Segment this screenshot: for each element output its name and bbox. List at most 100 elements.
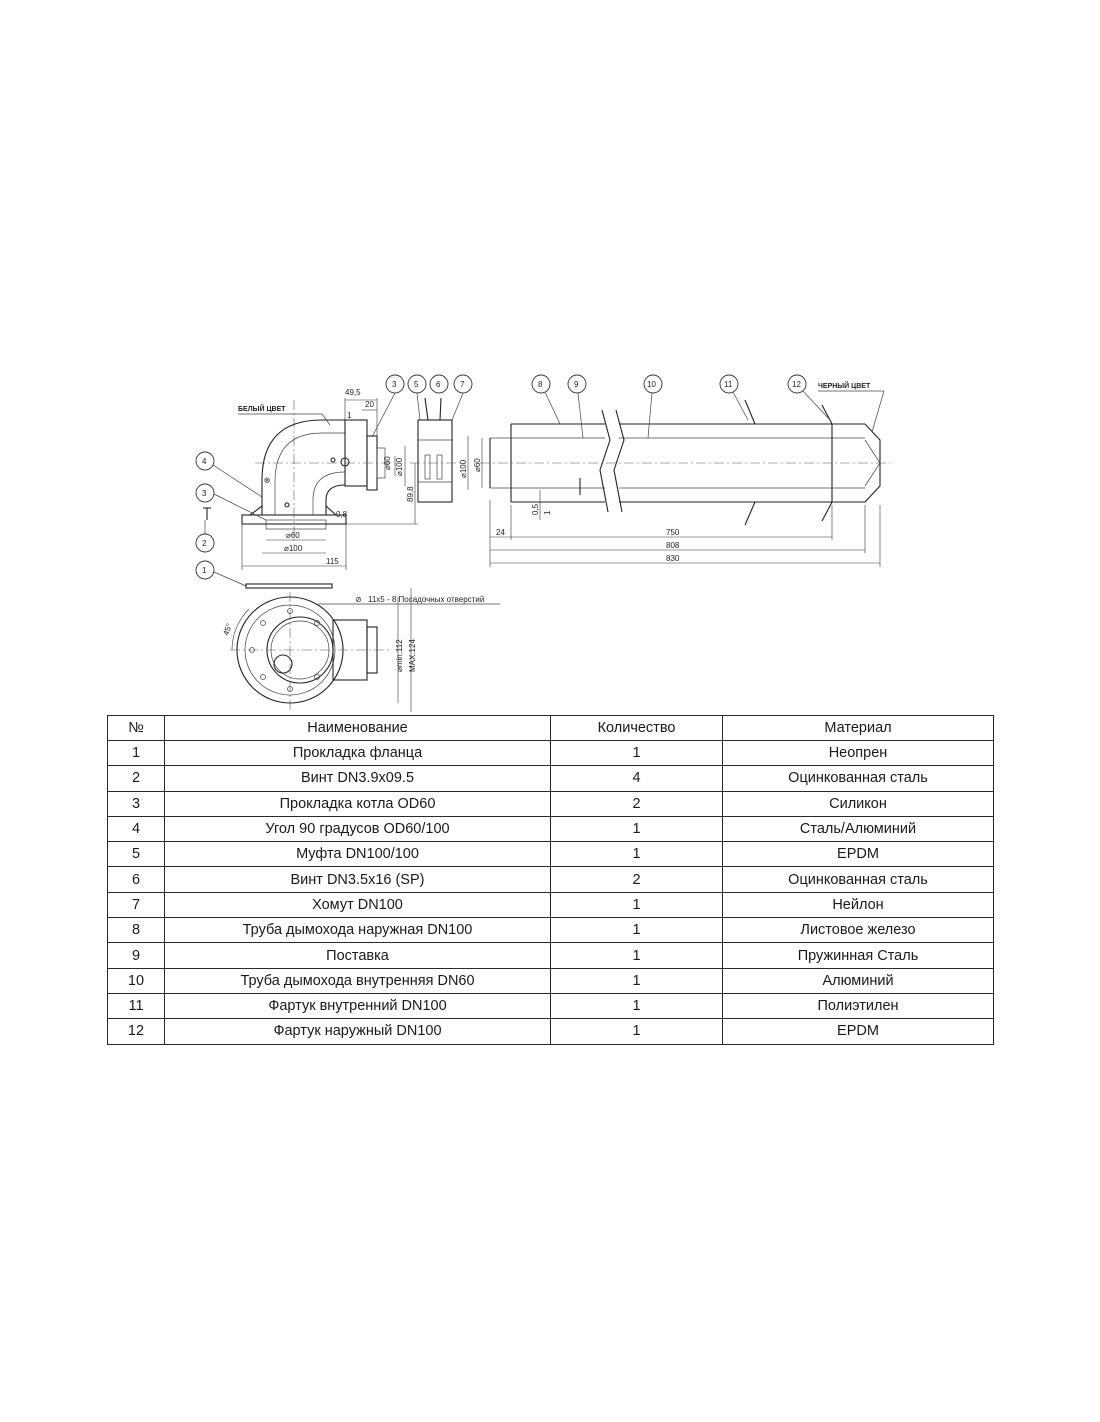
- cell-number: 9: [107, 942, 165, 969]
- cell-name: Труба дымохода наружная DN100: [164, 917, 551, 944]
- callout-10: 10: [647, 380, 656, 389]
- col-header-name: Наименование: [164, 715, 551, 741]
- cell-quantity: 1: [550, 992, 723, 1020]
- cell-number: 10: [107, 967, 165, 994]
- dim-1: 1: [347, 411, 352, 420]
- coupling-view: ⌀100: [410, 397, 469, 503]
- holes-note: 11х5 - 8 Посадочных отверстий: [368, 595, 484, 604]
- callout-4: 4: [202, 457, 207, 466]
- dim-d100-socket: ⌀100: [395, 457, 404, 476]
- cell-quantity: 1: [550, 1018, 723, 1045]
- cell-name: Винт DN3.9x09.5: [164, 765, 551, 792]
- dim-d100-bottom: ⌀100: [284, 544, 303, 553]
- dim-d60-pipe: ⌀60: [473, 458, 482, 472]
- cell-material: Оцинкованная сталь: [722, 866, 994, 893]
- dim-d60-bottom: ⌀60: [286, 531, 300, 540]
- cell-name: Прокладка фланца: [164, 739, 551, 767]
- cell-number: 6: [107, 866, 165, 893]
- dim-24: 24: [496, 528, 505, 537]
- cell-number: 12: [107, 1018, 165, 1045]
- cell-quantity: 1: [550, 891, 723, 919]
- dim-min-112: ⌀min.112: [395, 639, 404, 672]
- pipe-dimensions: 24 750 808 830: [489, 500, 881, 567]
- flue-pipe-view: ⌀60 0,5 1: [473, 399, 890, 526]
- cell-name: Муфта DN100/100: [164, 841, 551, 868]
- cell-number: 3: [107, 790, 165, 817]
- dim-0-8: 0,8: [336, 510, 348, 519]
- cell-number: 5: [107, 841, 165, 868]
- flange-gasket: [245, 583, 333, 589]
- cell-material: Листовое железо: [722, 917, 994, 944]
- cell-quantity: 1: [550, 942, 723, 969]
- dim-45-deg: 45°: [221, 622, 234, 636]
- dim-20: 20: [365, 400, 374, 409]
- cell-name: Труба дымохода внутренняя DN60: [164, 967, 551, 994]
- table-header-row: № Наименование Количество Материал: [107, 715, 994, 741]
- cell-quantity: 1: [550, 739, 723, 767]
- coupling-callouts: 3 5 6 7: [371, 374, 473, 438]
- cell-material: Пружинная Сталь: [722, 942, 994, 969]
- cell-name: Хомут DN100: [164, 891, 551, 919]
- callout-3-top: 3: [392, 380, 397, 389]
- cell-material: Оцинкованная сталь: [722, 765, 994, 792]
- callout-5: 5: [414, 380, 419, 389]
- dim-1-pipe: 1: [543, 510, 552, 515]
- callout-2: 2: [202, 539, 207, 548]
- cell-name: Фартук наружный DN100: [164, 1018, 551, 1045]
- dim-max-124: MAX.124: [408, 639, 417, 672]
- cell-name: Фартук внутренний DN100: [164, 992, 551, 1020]
- cell-quantity: 1: [550, 967, 723, 994]
- label-black-color: ЧЕРНЫЙ ЦВЕТ: [818, 381, 871, 390]
- dim-830: 830: [666, 554, 680, 563]
- callout-12: 12: [792, 380, 801, 389]
- technical-drawing: ⊕ 49,5 20 1 ⌀60 ⌀100 89,8 0,8 ⌀60 ⌀100 1…: [195, 374, 890, 712]
- cell-quantity: 1: [550, 841, 723, 868]
- col-header-quantity: Количество: [550, 715, 723, 741]
- col-header-material: Материал: [722, 715, 994, 741]
- elbow-dimensions: 49,5 20 1 ⌀60 ⌀100 89,8 0,8 ⌀60 ⌀100 115: [241, 388, 418, 570]
- left-callouts: 4 3 2 1: [195, 451, 267, 587]
- screw-icon: [203, 507, 211, 520]
- cell-material: Силикон: [722, 790, 994, 817]
- cell-name: Винт DN3.5x16 (SP): [164, 866, 551, 893]
- callout-8: 8: [538, 380, 543, 389]
- col-header-number: №: [107, 715, 165, 741]
- cell-material: Нейлон: [722, 891, 994, 919]
- callout-3-left: 3: [202, 489, 207, 498]
- cell-quantity: 2: [550, 866, 723, 893]
- cell-material: Сталь/Алюминий: [722, 815, 994, 843]
- dim-d100-coupling: ⌀100: [459, 459, 468, 478]
- cell-name: Поставка: [164, 942, 551, 969]
- pipe-callouts: 8 9 10 11 12: [531, 374, 831, 439]
- dim-0-5: 0,5: [531, 503, 540, 515]
- cell-material: EPDM: [722, 1018, 994, 1045]
- callout-9: 9: [574, 380, 579, 389]
- cell-number: 7: [107, 891, 165, 919]
- elbow-top-view: 45° ⌀min.112 MAX.124: [221, 588, 417, 712]
- cell-number: 8: [107, 917, 165, 944]
- cell-quantity: 2: [550, 790, 723, 817]
- callout-7: 7: [460, 380, 465, 389]
- holes-note-icon: ⊘: [355, 595, 362, 604]
- dim-49-5: 49,5: [345, 388, 361, 397]
- dim-d60-socket: ⌀60: [383, 456, 392, 470]
- cell-material: EPDM: [722, 841, 994, 868]
- cell-number: 2: [107, 765, 165, 792]
- dim-115: 115: [326, 557, 339, 566]
- cell-number: 1: [107, 739, 165, 767]
- cell-material: Полиэтилен: [722, 992, 994, 1020]
- dim-808: 808: [666, 541, 680, 550]
- cell-name: Прокладка котла OD60: [164, 790, 551, 817]
